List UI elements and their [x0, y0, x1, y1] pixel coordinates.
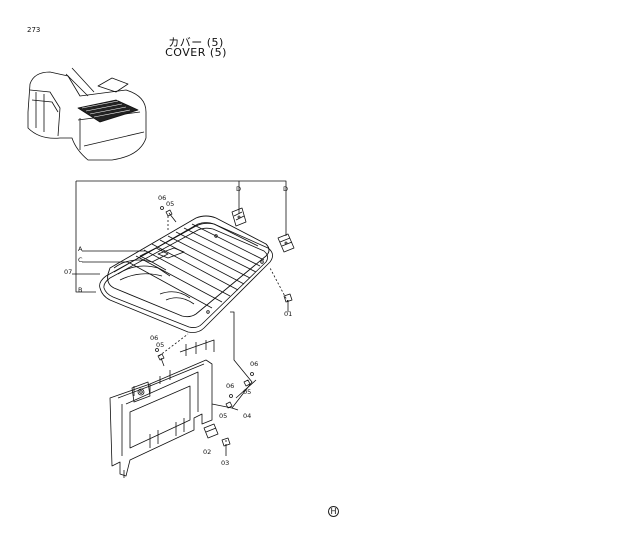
page-number: 273 — [27, 26, 41, 34]
callout-06: 06 — [158, 194, 166, 202]
cover-panel — [99, 215, 273, 333]
reference-lines — [72, 180, 287, 293]
callout-03: 03 — [221, 459, 229, 467]
hinge-left — [231, 207, 247, 227]
lower-bracket — [109, 339, 231, 478]
callout-d: D — [283, 185, 288, 193]
excavator-thumbnail — [27, 67, 147, 161]
title-english: COVER (5) — [165, 46, 227, 59]
callout-05: 05 — [166, 200, 174, 208]
callout-d: D — [236, 185, 241, 193]
title-japanese: カバー (5) — [168, 36, 224, 49]
dashed-guides — [158, 216, 289, 446]
callout-05: 05 — [243, 388, 251, 396]
callout-04: 04 — [243, 412, 251, 420]
callout-01: 01 — [284, 310, 292, 318]
callout-a: A — [78, 245, 83, 253]
hinge-right — [277, 233, 295, 253]
callout-c: C — [78, 256, 83, 264]
stay-rod — [211, 311, 257, 411]
callout-06: 06 — [226, 382, 234, 390]
bolt-top — [160, 206, 177, 223]
callout-05: 05 — [156, 341, 164, 349]
callout-07: 07 — [64, 268, 72, 276]
callout-05: 05 — [219, 412, 227, 420]
callout-b: B — [78, 286, 82, 294]
callout-06: 06 — [150, 334, 158, 342]
callout-02: 02 — [203, 448, 211, 456]
callout-06: 06 — [250, 360, 258, 368]
footer-mark: H — [328, 506, 339, 517]
